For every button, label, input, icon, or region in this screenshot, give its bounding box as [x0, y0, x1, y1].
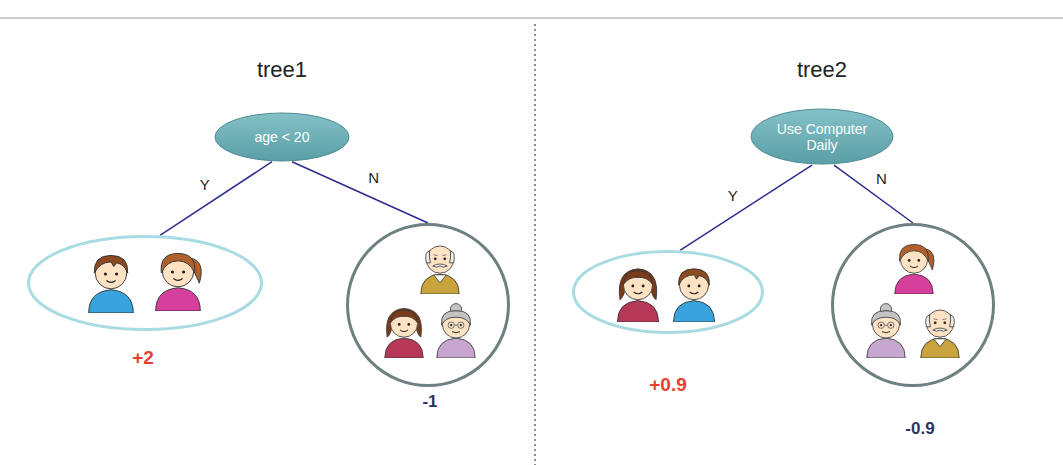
frame-line	[0, 18, 1063, 19]
leaf-outline	[346, 223, 510, 387]
leaf-score: -1	[422, 392, 437, 412]
boy-figure	[673, 269, 714, 322]
branch-label: Y	[726, 187, 740, 204]
leaf-score: -0.9	[905, 419, 934, 439]
leaf-shape	[572, 250, 764, 334]
leaf-outline	[572, 250, 764, 334]
leaf-score: +0.9	[649, 374, 687, 396]
mother-figure	[617, 269, 658, 322]
tree-branch	[292, 162, 428, 223]
leaf-node: -1	[346, 223, 510, 412]
split-condition: age < 20	[255, 129, 310, 145]
tree-branch	[160, 162, 272, 236]
grandpa-figure	[921, 310, 959, 358]
split-node: age < 20	[214, 112, 350, 162]
leaf-node: +2	[27, 235, 263, 369]
boy-figure	[89, 255, 134, 313]
tree-title: tree1	[257, 57, 307, 82]
leaf-node: +0.9	[572, 250, 764, 396]
tree-branch	[680, 165, 812, 250]
leaf-shape	[346, 223, 510, 387]
leaf-ellipse	[29, 237, 262, 330]
leaf-outline	[831, 223, 995, 387]
leaf-shape	[27, 235, 263, 331]
girl-figure	[895, 244, 934, 294]
grandma-figure	[437, 304, 475, 358]
tree-title: tree2	[797, 57, 847, 82]
leaf-ellipse	[348, 225, 509, 386]
grandma-figure	[867, 304, 905, 358]
mother-figure	[385, 308, 423, 358]
branch-label: Y	[198, 176, 212, 193]
grandpa-figure	[421, 246, 459, 294]
split-condition: Use Computer Daily	[772, 121, 872, 153]
leaf-shape	[831, 223, 995, 387]
leaf-ellipse	[574, 252, 763, 333]
branch-label: N	[874, 170, 889, 187]
split-node: Use Computer Daily	[750, 108, 894, 165]
tree-branch	[834, 165, 913, 223]
leaf-ellipse	[833, 225, 994, 386]
split-ellipse-outline	[215, 113, 349, 161]
split-ellipse-outline	[751, 109, 893, 164]
branch-label: N	[366, 169, 381, 186]
leaf-score: +2	[132, 347, 154, 369]
edge-group	[160, 162, 913, 251]
divider-line	[534, 24, 535, 465]
leaf-node: -0.9	[831, 223, 995, 439]
girl-figure	[156, 253, 202, 311]
leaf-outline	[27, 235, 263, 331]
